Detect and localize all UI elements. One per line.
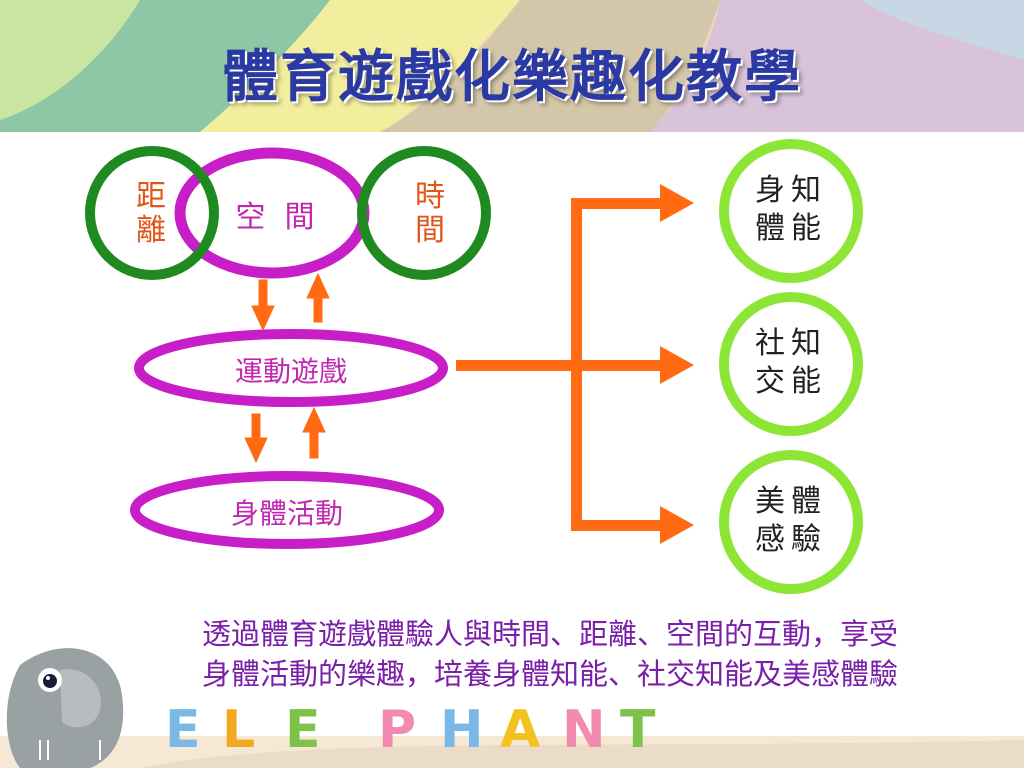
- physical-activity-oval: [130, 471, 444, 549]
- distance-char-2: 離: [136, 213, 166, 248]
- outcome-circle-3: [719, 450, 863, 594]
- distance-ring: [85, 146, 219, 280]
- arrow-down-1: [258, 279, 268, 309]
- branch-middle: [571, 360, 663, 371]
- branch-top: [571, 198, 663, 209]
- caption-line-1: 透過體育遊戲體驗人與時間、距離、空間的互動，享受: [201, 617, 898, 651]
- arrow-down-2-head: [244, 437, 268, 464]
- physical-literacy-line-1: 身知: [755, 173, 827, 208]
- arrow-up-1-head: [306, 272, 330, 299]
- arrow-up-1: [313, 295, 323, 323]
- branch-arrows: [456, 184, 694, 544]
- social-literacy-label: 社知 交能: [731, 325, 851, 401]
- aesthetic-experience-label: 美體 感驗: [731, 483, 851, 559]
- footer-letter-5: H: [440, 700, 484, 760]
- footer-letter-6: A: [500, 700, 541, 760]
- time-ring: [357, 146, 491, 280]
- arrow-down-2: [251, 413, 261, 441]
- footer-letter-8: T: [620, 700, 656, 760]
- outcome-circle-1: [719, 139, 863, 283]
- physical-activity-label: 身體活動: [230, 497, 343, 530]
- banner-background: [0, 0, 1024, 132]
- outcome-circle-2: [719, 292, 863, 436]
- social-literacy-line-2: 交能: [755, 364, 827, 399]
- arrow-to-aesthetic-experience: [660, 506, 694, 544]
- time-char-2: 間: [415, 213, 445, 248]
- vertical-arrows: [244, 272, 330, 464]
- footer-letter-1: E: [165, 700, 201, 760]
- arrow-down-1-head: [251, 305, 275, 332]
- branch-stem: [456, 360, 580, 371]
- time-label: 時 間: [405, 180, 455, 248]
- elephant-mascot-icon: [6, 648, 124, 768]
- arrow-up-2: [309, 429, 319, 459]
- physical-literacy-label: 身知 體能: [731, 172, 851, 248]
- footer-decoration: [0, 648, 1024, 768]
- footer-letter-4: P: [378, 700, 417, 760]
- aesthetic-experience-line-1: 美體: [755, 484, 827, 519]
- time-char-1: 時: [415, 179, 445, 214]
- arrow-to-social-literacy: [660, 346, 694, 384]
- social-literacy-line-1: 社知: [755, 326, 827, 361]
- space-label: 空 間: [235, 200, 315, 235]
- header-banner: [0, 0, 1024, 132]
- aesthetic-experience-line-2: 感驗: [755, 522, 827, 557]
- sports-game-oval: [134, 329, 448, 407]
- caption-line-2: 身體活動的樂趣，培養身體知能、社交知能及美感體驗: [201, 657, 898, 691]
- arrow-up-2-head: [302, 406, 326, 433]
- distance-label: 距 離: [126, 180, 176, 248]
- sports-game-label: 運動遊戲: [234, 355, 347, 388]
- page-title: 體育遊戲化樂趣化教學: [222, 45, 802, 110]
- footer-letter-3: E: [285, 700, 321, 760]
- branch-bottom: [571, 520, 663, 531]
- physical-literacy-line-2: 體能: [755, 211, 827, 246]
- footer-letter-2: L: [222, 700, 256, 760]
- distance-char-1: 距: [136, 179, 166, 214]
- arrow-to-physical-literacy: [660, 184, 694, 222]
- footer-letter-7: N: [562, 700, 606, 760]
- caption: 透過體育遊戲體驗人與時間、距離、空間的互動，享受 身體活動的樂趣，培養身體知能、…: [120, 614, 980, 694]
